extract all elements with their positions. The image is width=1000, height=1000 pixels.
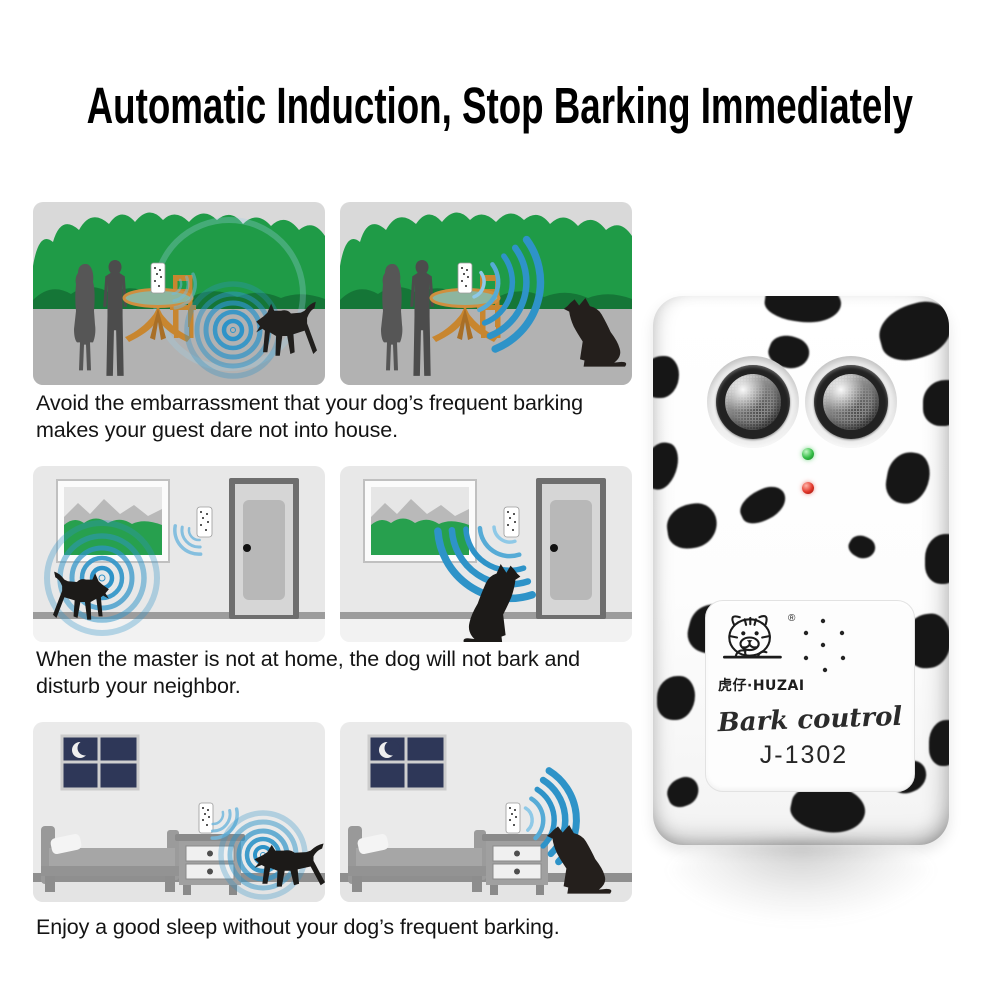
bark-device-mini-icon <box>198 802 214 834</box>
spot <box>925 534 949 584</box>
spot <box>929 720 949 766</box>
door-knob <box>243 544 251 552</box>
brand-name: 虎仔·HUZAI <box>718 678 805 694</box>
garden-barking-illustration <box>33 202 325 385</box>
man-silhouette <box>103 260 127 376</box>
woman-silhouette <box>74 264 96 371</box>
speaker-holes-icon <box>803 618 846 673</box>
caption-living-room: When the master is not at home, the dog … <box>36 647 581 699</box>
bark-device-mini-icon <box>196 506 213 538</box>
ultrasonic-speaker-left-icon <box>707 356 799 448</box>
sound-waves-small-icon <box>210 807 239 840</box>
caption-bedroom: Enjoy a good sleep without your dog’s fr… <box>36 915 560 939</box>
bedroom-calm-illustration <box>340 722 632 902</box>
nightstand <box>482 834 552 895</box>
sound-waves-small-icon <box>171 272 197 310</box>
device-body: ® 虎仔·HUZAI Bark coutrol J-1302 <box>653 296 949 845</box>
bedroom-barking-illustration <box>33 722 325 902</box>
garden-calm-illustration <box>340 202 632 385</box>
sitting-dog-silhouette <box>563 298 627 367</box>
bed <box>348 826 488 892</box>
ultrasonic-speaker-right-icon <box>805 356 897 448</box>
spot <box>923 380 949 426</box>
page-title: Automatic Induction, Stop Barking Immedi… <box>86 77 914 134</box>
door <box>229 478 299 619</box>
product-script-title: Bark coutrol <box>717 701 903 739</box>
door <box>536 478 606 619</box>
bark-device-mini-icon <box>457 262 473 294</box>
spot <box>663 773 703 811</box>
barking-dog-silhouette <box>256 301 317 356</box>
product-photo: ® 虎仔·HUZAI Bark coutrol J-1302 <box>653 296 949 845</box>
bark-device-mini-icon <box>505 802 521 834</box>
red-led <box>802 482 814 494</box>
tiger-logo-icon <box>723 615 782 659</box>
caption-garden: Avoid the embarrassment that your dog’s … <box>36 391 583 443</box>
spot <box>664 500 720 552</box>
garden-table <box>429 288 501 342</box>
product-model: J-1302 <box>759 741 849 769</box>
window <box>56 479 170 563</box>
barking-dog-silhouette <box>53 571 109 620</box>
speaker-mesh <box>725 374 781 430</box>
ultrasonic-waves-icon <box>472 235 545 353</box>
spot <box>882 448 934 508</box>
woman-silhouette <box>381 264 403 371</box>
spot <box>653 356 679 398</box>
green-led <box>802 448 814 460</box>
barking-dog-silhouette <box>254 843 325 887</box>
spot <box>657 676 695 720</box>
door-knob <box>550 544 558 552</box>
spot <box>873 296 949 367</box>
night-window <box>60 734 140 791</box>
bark-device-mini-icon <box>150 262 166 294</box>
spot <box>845 530 879 564</box>
page-title-wrap: Automatic Induction, Stop Barking Immedi… <box>0 76 1000 135</box>
bark-device-mini-icon <box>503 506 520 538</box>
crescent-moon-icon <box>379 740 400 758</box>
crescent-moon-icon <box>72 740 93 758</box>
living-room-barking-illustration <box>33 466 325 642</box>
sitting-dog-silhouette <box>546 825 612 894</box>
spot <box>734 481 792 529</box>
bed <box>41 826 181 892</box>
brand-label-panel: ® 虎仔·HUZAI Bark coutrol J-1302 <box>705 600 915 792</box>
spot <box>653 439 682 493</box>
man-silhouette <box>410 260 434 376</box>
sound-waves-small-icon <box>173 524 203 556</box>
night-window <box>367 734 447 791</box>
spot <box>762 296 844 328</box>
nightstand <box>175 834 245 895</box>
registered-mark: ® <box>788 613 796 624</box>
product-reflection <box>661 842 941 922</box>
speaker-mesh <box>823 374 879 430</box>
living-room-calm-illustration <box>340 466 632 642</box>
sitting-dog-silhouette <box>463 564 521 642</box>
